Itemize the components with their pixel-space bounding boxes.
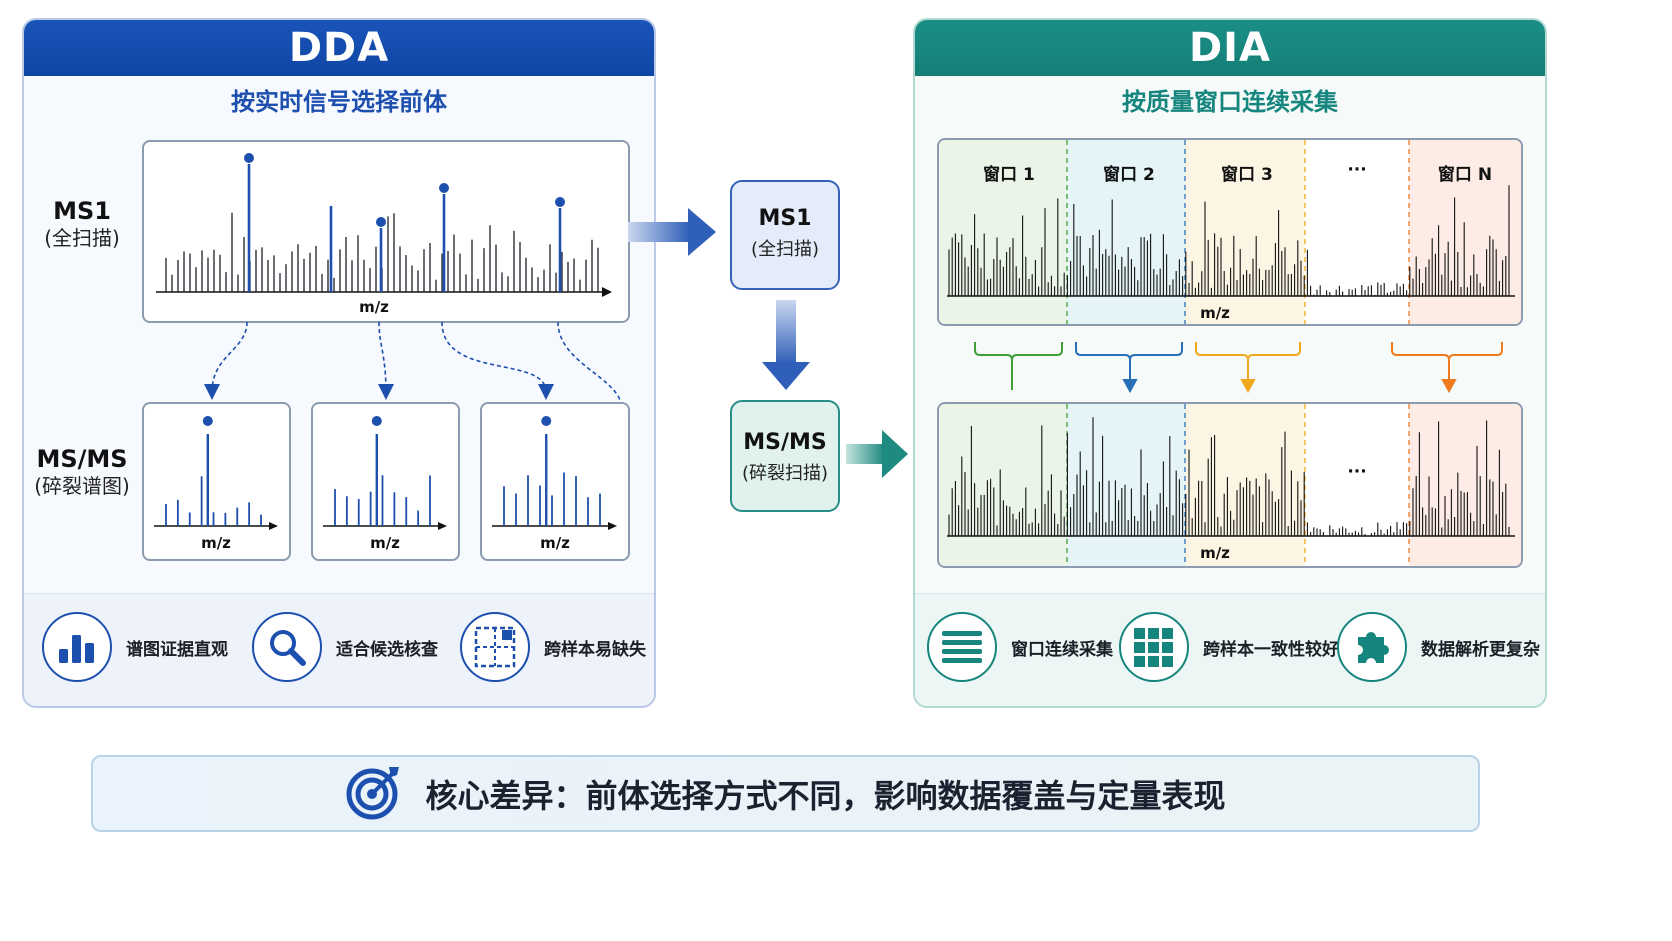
dia-ms1-spectrum: 窗口 1 窗口 2 窗口 3 ··· 窗口 N m/z — [937, 138, 1523, 326]
dda-ms1-axis-label: m/z — [359, 298, 389, 316]
dia-msms-spectrum: ··· m/z — [937, 402, 1523, 568]
dda-feature-3-label: 跨样本易缺失 — [544, 639, 646, 660]
precursor-marker — [541, 416, 552, 426]
dia-feature-2: 跨样本一致性较好 — [1119, 612, 1339, 682]
dda-msms-subtitle: (碎裂谱图) — [34, 474, 130, 498]
middle-msms-box: MS/MS (碎裂扫描) — [730, 400, 840, 512]
target-icon — [345, 763, 403, 825]
dia-feature-bar: 窗口连续采集 跨样本一致性较好 数据解析更复杂 — [915, 593, 1545, 706]
list-icon — [927, 612, 997, 682]
magnifier-icon — [252, 612, 322, 682]
dda-title: DDA — [24, 20, 654, 76]
dda-feature-1-label: 谱图证据直观 — [126, 639, 228, 660]
dda-msms-spectrum-2: m/z — [311, 402, 460, 561]
dia-msms-axis-label: m/z — [1200, 544, 1230, 562]
dia-feature-3: 数据解析更复杂 — [1337, 612, 1540, 682]
dda-feature-3: 跨样本易缺失 — [460, 612, 646, 682]
dda-msms-axis-label-2: m/z — [370, 534, 400, 552]
dia-window-brackets — [974, 342, 1503, 394]
precursor-marker — [555, 197, 565, 207]
arrow-dda-to-middle-ms1 — [628, 208, 716, 256]
dda-msms-axis-label-3: m/z — [540, 534, 570, 552]
puzzle-icon — [1337, 612, 1407, 682]
dia-feature-1-label: 窗口连续采集 — [1011, 639, 1113, 660]
dia-bracket-n — [1391, 342, 1503, 394]
dia-msms-ellipsis: ··· — [1347, 462, 1367, 482]
dia-bracket-1 — [974, 342, 1063, 390]
dia-window-3-label: 窗口 3 — [1221, 165, 1273, 185]
dia-feature-2-label: 跨样本一致性较好 — [1203, 639, 1339, 660]
dia-window-band — [939, 404, 1067, 566]
dda-feature-2: 适合候选核查 — [252, 612, 438, 682]
precursor-marker — [244, 153, 254, 163]
dda-feature-1: 谱图证据直观 — [42, 612, 228, 682]
middle-ms1-title: MS1 — [758, 206, 812, 231]
dda-ms1-subtitle: (全扫描) — [44, 226, 120, 250]
dia-bracket-3 — [1195, 342, 1301, 394]
precursor-marker — [371, 416, 382, 426]
dda-feature-bar: 谱图证据直观 适合候选核查 跨样本易缺失 — [24, 593, 654, 706]
footer-text: 核心差异：前体选择方式不同，影响数据覆盖与定量表现 — [425, 776, 1226, 815]
dia-title: DIA — [915, 20, 1545, 76]
dda-panel: DDA 按实时信号选择前体 MS1 (全扫描) MS/MS (碎裂谱图) m/z… — [22, 18, 656, 708]
dda-feature-2-label: 适合候选核查 — [336, 639, 438, 660]
precursor-marker — [376, 217, 386, 227]
arrow-middle-msms-to-dia — [846, 430, 908, 478]
middle-msms-title: MS/MS — [743, 430, 827, 455]
arrow-middle-ms1-to-msms — [762, 300, 810, 390]
dda-ms1-title: MS1 — [53, 197, 111, 225]
precursor-marker — [439, 183, 449, 193]
precursor-marker — [202, 416, 213, 426]
dia-window-band — [1409, 404, 1521, 566]
middle-ms1-box: MS1 (全扫描) — [730, 180, 840, 290]
dda-msms-title: MS/MS — [36, 445, 128, 473]
dda-msms-axis-label-1: m/z — [201, 534, 231, 552]
dia-window-ellipsis-label: ··· — [1347, 160, 1367, 180]
dia-panel: DIA 按质量窗口连续采集 窗口 1 窗口 2 窗口 3 ··· 窗口 N m/… — [913, 18, 1547, 708]
dda-msms-spectrum-3: m/z — [480, 402, 630, 561]
dda-precursor-connectors — [204, 321, 621, 401]
dda-msms-label: MS/MS (碎裂谱图) — [28, 444, 136, 499]
dia-subtitle: 按质量窗口连续采集 — [1122, 88, 1338, 116]
dda-ms1-label: MS1 (全扫描) — [32, 196, 132, 251]
dia-ms1-axis-label: m/z — [1200, 304, 1230, 322]
grid-selection-icon — [460, 612, 530, 682]
footer-banner: 核心差异：前体选择方式不同，影响数据覆盖与定量表现 — [91, 755, 1480, 832]
dda-msms-spectrum-1: m/z — [142, 402, 291, 561]
dia-feature-1: 窗口连续采集 — [927, 612, 1113, 682]
dia-window-2-label: 窗口 2 — [1103, 165, 1155, 185]
dia-window-n-label: 窗口 N — [1437, 165, 1493, 185]
dia-bracket-2 — [1075, 342, 1183, 394]
middle-msms-subtitle: (碎裂扫描) — [741, 463, 829, 484]
middle-ms1-subtitle: (全扫描) — [750, 239, 820, 260]
bar-chart-icon — [42, 612, 112, 682]
dia-window-1-label: 窗口 1 — [983, 165, 1035, 185]
grid-icon — [1119, 612, 1189, 682]
dda-subtitle: 按实时信号选择前体 — [231, 88, 447, 116]
dia-feature-3-label: 数据解析更复杂 — [1421, 639, 1540, 660]
